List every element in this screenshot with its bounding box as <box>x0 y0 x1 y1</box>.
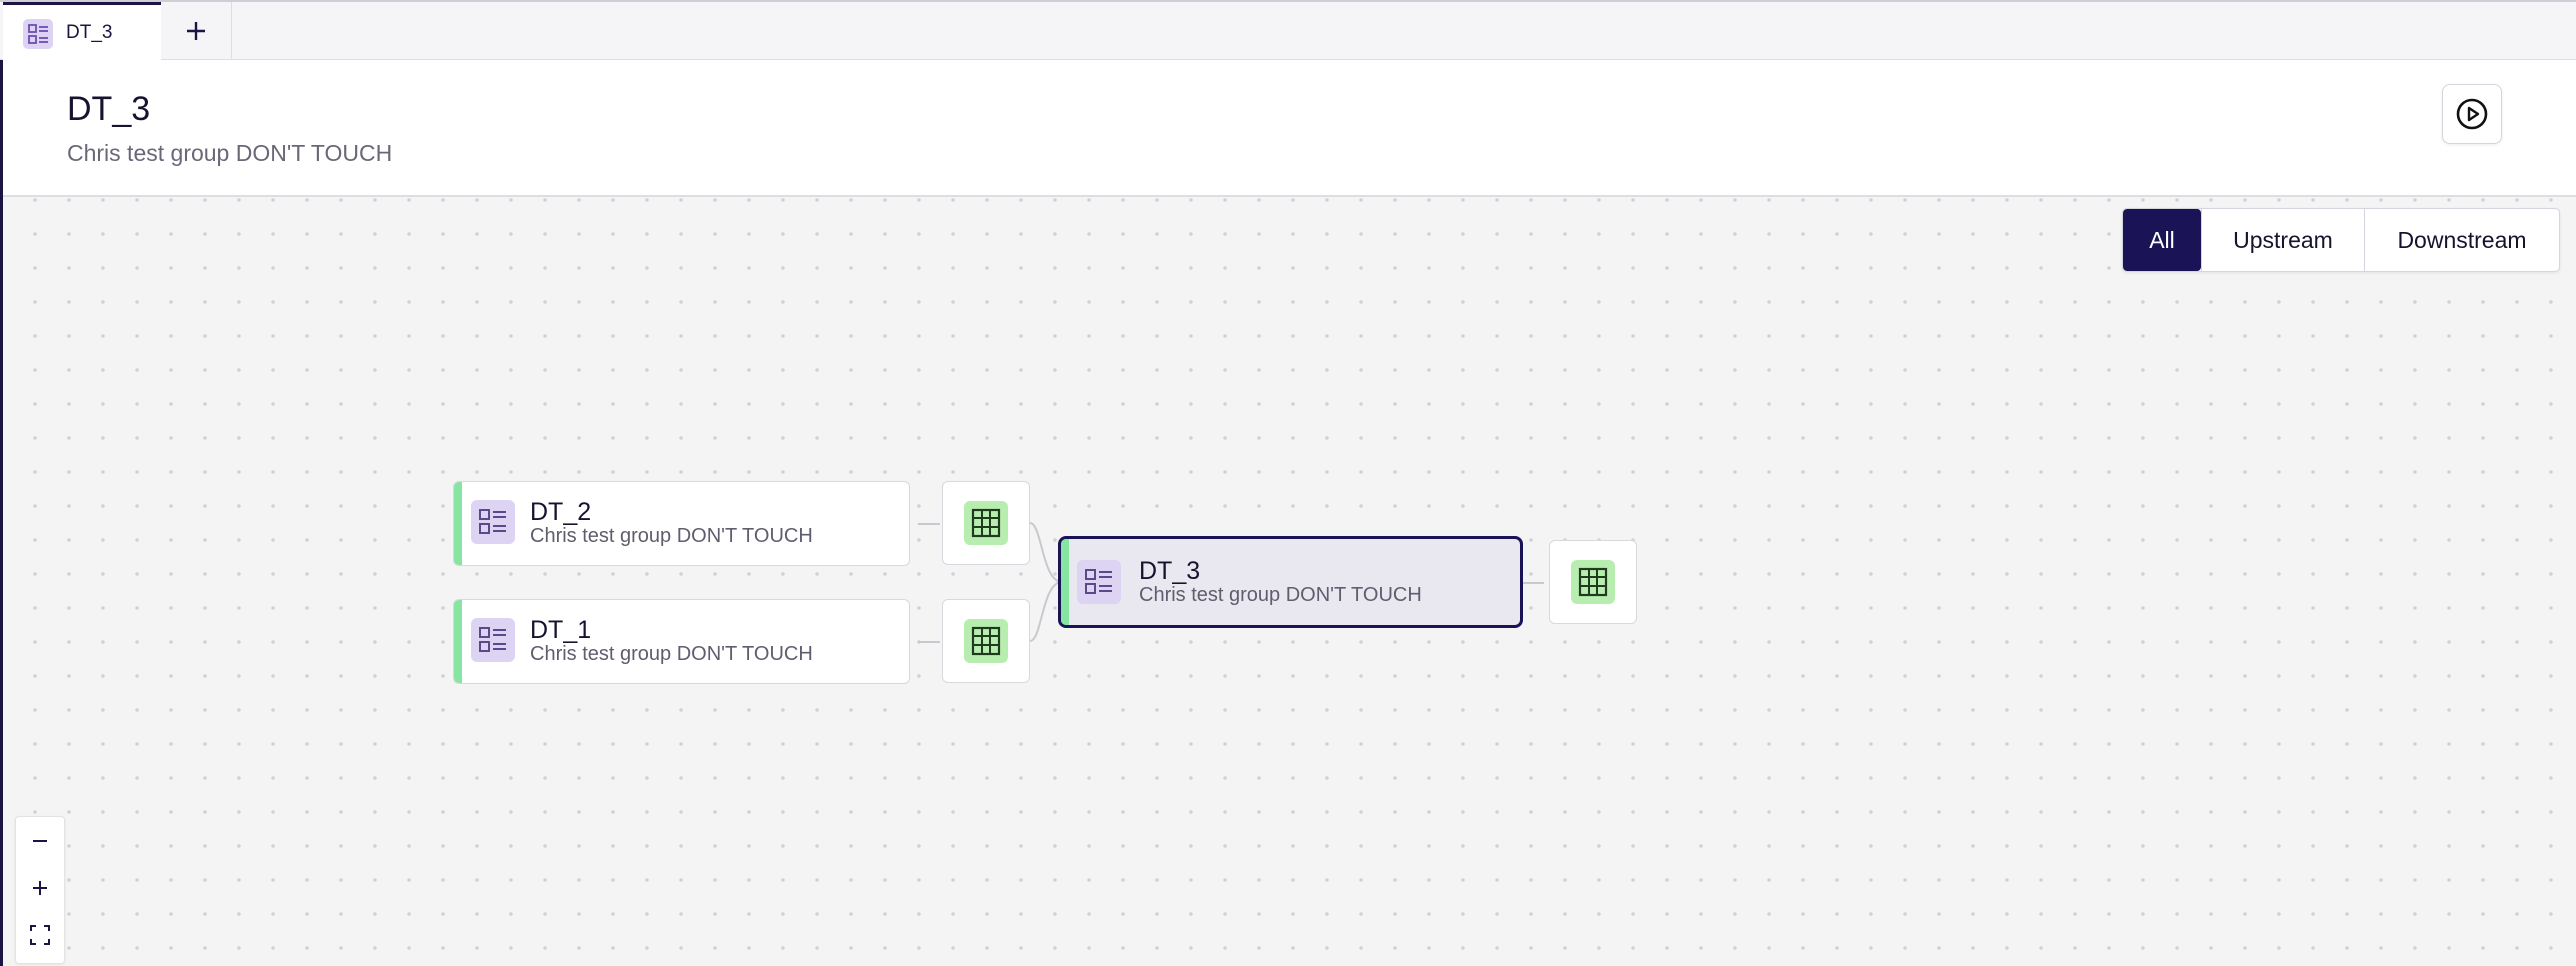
list-view-icon <box>471 618 515 662</box>
table-grid-icon <box>1571 560 1615 604</box>
list-view-icon <box>23 19 53 49</box>
page-subtitle: Chris test group DON'T TOUCH <box>67 140 393 166</box>
table-grid-icon <box>964 619 1008 663</box>
node-title: DT_1 <box>530 616 592 644</box>
play-circle-icon <box>2456 98 2488 130</box>
filter-downstream-button[interactable]: Downstream <box>2364 209 2559 271</box>
tab-bar: DT_3 <box>0 0 2576 62</box>
edge-dt1-output <box>918 641 940 643</box>
node-subtitle: Chris test group DON'T TOUCH <box>530 525 813 547</box>
fit-screen-icon <box>30 925 50 945</box>
node-title: DT_3 <box>1139 557 1201 585</box>
list-view-icon <box>1077 560 1121 604</box>
lineage-node-dt1[interactable]: DT_1 Chris test group DON'T TOUCH <box>453 599 910 684</box>
direction-filter: All Upstream Downstream <box>2122 208 2560 272</box>
plus-icon <box>33 881 47 895</box>
edge-dt3-output <box>1522 582 1544 584</box>
node-status-bar <box>1061 539 1069 625</box>
page-header: DT_3 Chris test group DON'T TOUCH <box>3 60 2576 197</box>
zoom-controls <box>15 816 65 964</box>
fit-view-button[interactable] <box>17 913 63 957</box>
tab-dt3[interactable]: DT_3 <box>3 2 161 62</box>
node-title: DT_2 <box>530 498 592 526</box>
node-status-bar <box>454 600 462 683</box>
node-subtitle: Chris test group DON'T TOUCH <box>530 643 813 665</box>
zoom-in-button[interactable] <box>17 866 63 910</box>
edge-curves <box>1029 522 1063 642</box>
lineage-node-dt3[interactable]: DT_3 Chris test group DON'T TOUCH <box>1058 536 1523 628</box>
plus-icon <box>187 22 205 40</box>
output-table-dt1[interactable] <box>942 599 1030 683</box>
lineage-node-dt2[interactable]: DT_2 Chris test group DON'T TOUCH <box>453 481 910 566</box>
filter-all-button[interactable]: All <box>2123 209 2201 271</box>
list-view-icon <box>471 500 515 544</box>
zoom-out-button[interactable] <box>17 819 63 863</box>
node-subtitle: Chris test group DON'T TOUCH <box>1139 584 1422 606</box>
table-grid-icon <box>964 501 1008 545</box>
filter-upstream-button[interactable]: Upstream <box>2201 209 2364 271</box>
node-status-bar <box>454 482 462 565</box>
tab-label: DT_3 <box>66 22 113 43</box>
output-table-dt2[interactable] <box>942 481 1030 565</box>
output-table-dt3[interactable] <box>1549 540 1637 624</box>
minus-icon <box>33 840 47 842</box>
page-title: DT_3 <box>67 90 151 128</box>
edge-dt2-output <box>918 523 940 525</box>
run-button[interactable] <box>2442 84 2502 144</box>
new-tab-button[interactable] <box>161 2 232 60</box>
lineage-canvas[interactable]: All Upstream Downstream DT_2 Chris test … <box>3 197 2576 966</box>
